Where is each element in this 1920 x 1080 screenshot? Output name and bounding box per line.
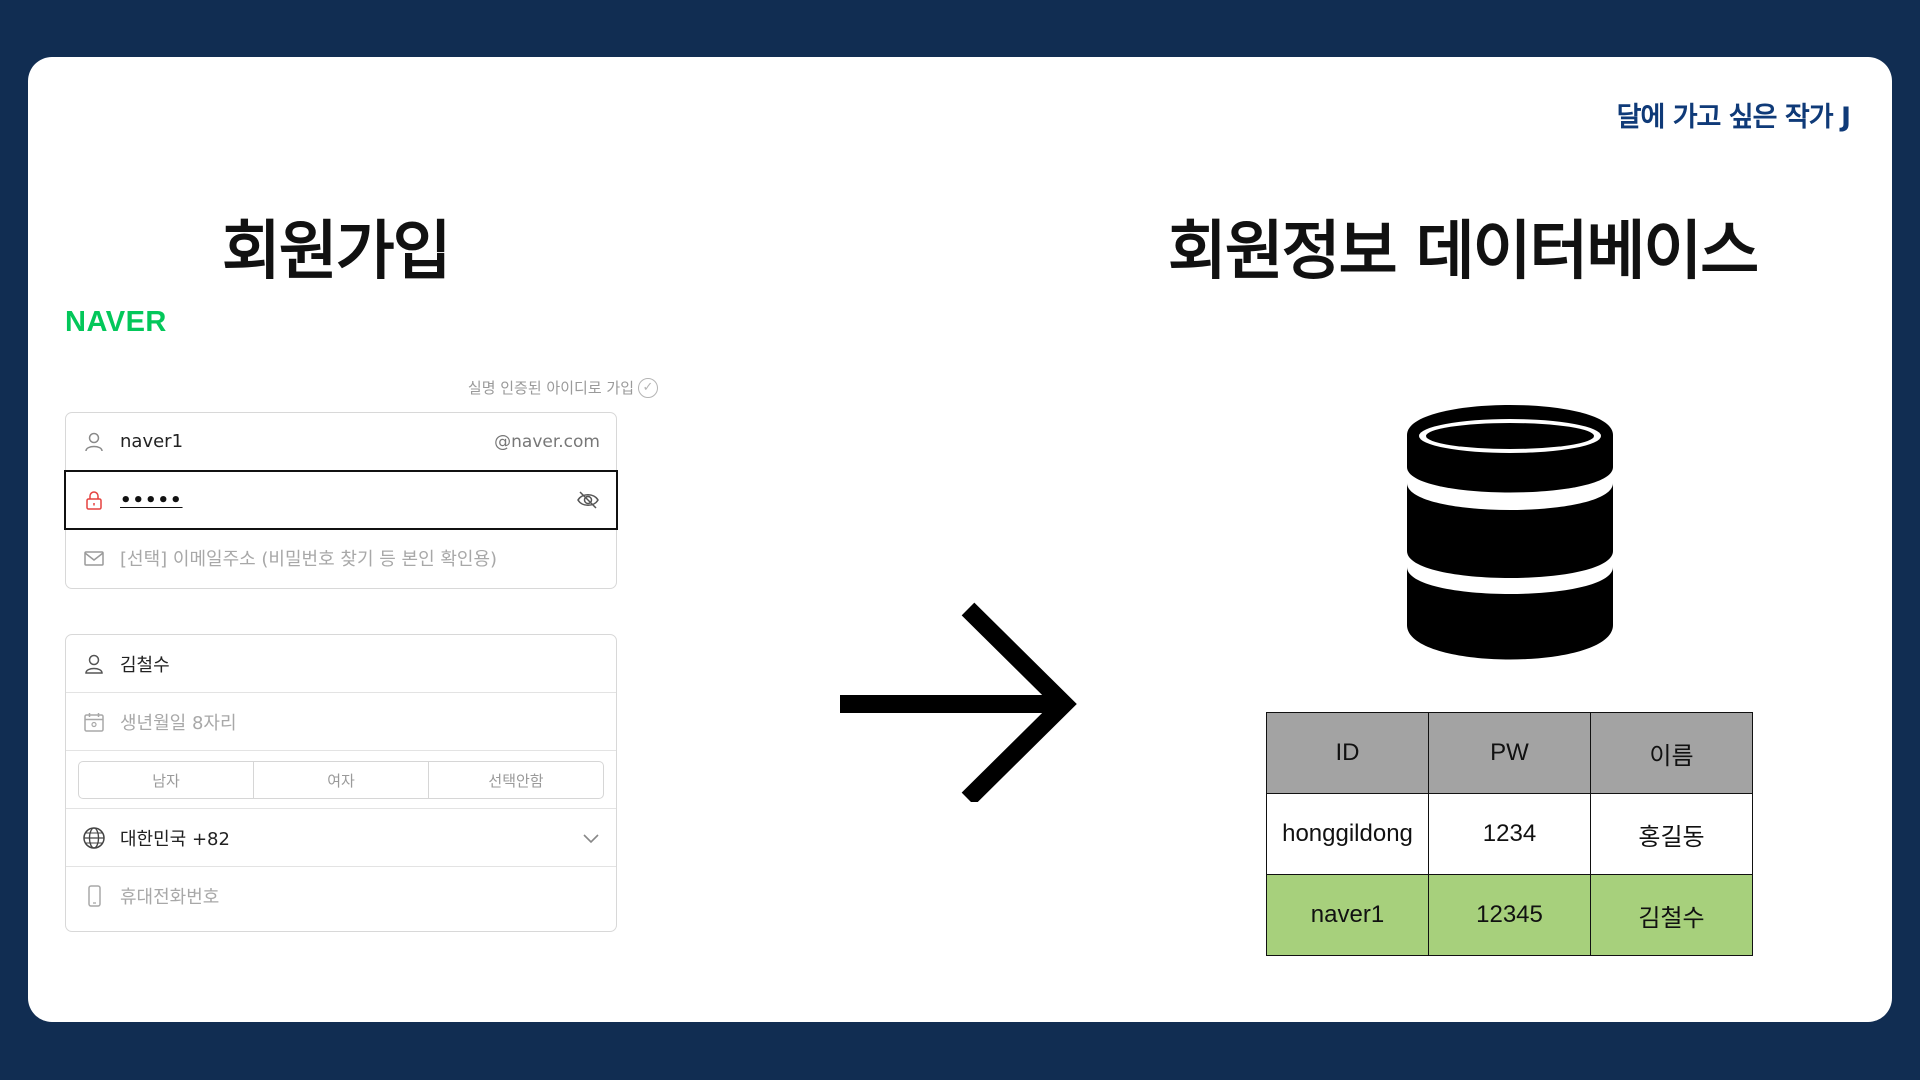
signup-title: 회원가입 bbox=[222, 215, 452, 289]
table-row: honggildong 1234 홍길동 bbox=[1266, 793, 1753, 875]
table-cell: 1234 bbox=[1428, 793, 1591, 875]
table-cell: honggildong bbox=[1266, 793, 1429, 875]
name-field[interactable]: 김철수 bbox=[66, 635, 616, 693]
id-domain-suffix: @naver.com bbox=[494, 431, 600, 452]
password-value: ••••• bbox=[120, 489, 183, 511]
member-db-table: ID PW 이름 honggildong 1234 홍길동 naver1 123… bbox=[1266, 712, 1753, 956]
table-cell: naver1 bbox=[1266, 874, 1429, 956]
verify-link[interactable]: 실명 인증된 아이디로 가입 ✓ bbox=[468, 377, 658, 398]
name-value: 김철수 bbox=[120, 654, 170, 676]
phone-field[interactable]: 휴대전화번호 bbox=[66, 867, 616, 925]
profile-form-group: 김철수 생년월일 8자리 남자 여자 선택안함 대한민국 +82 휴대전화번호 bbox=[65, 634, 617, 932]
column-header-name: 이름 bbox=[1590, 712, 1753, 794]
birthdate-field[interactable]: 생년월일 8자리 bbox=[66, 693, 616, 751]
verify-link-label: 실명 인증된 아이디로 가입 bbox=[467, 379, 634, 397]
account-form-group: naver1 @naver.com ••••• [선택] 이메일주소 (비밀번호… bbox=[64, 412, 618, 589]
mail-icon bbox=[82, 546, 106, 570]
birthdate-placeholder: 생년월일 8자리 bbox=[120, 712, 237, 734]
column-header-id: ID bbox=[1266, 712, 1429, 794]
gender-option-male[interactable]: 남자 bbox=[79, 762, 254, 798]
gender-selector-row: 남자 여자 선택안함 bbox=[66, 751, 616, 809]
naver-logo: NAVER bbox=[65, 306, 167, 338]
eye-off-icon[interactable] bbox=[576, 489, 600, 511]
globe-icon bbox=[82, 826, 106, 850]
table-cell: 12345 bbox=[1428, 874, 1591, 956]
country-value: 대한민국 +82 bbox=[120, 828, 230, 850]
phone-icon bbox=[82, 884, 106, 908]
id-field[interactable]: naver1 @naver.com bbox=[66, 413, 616, 471]
gender-selector: 남자 여자 선택안함 bbox=[78, 761, 604, 799]
id-value: naver1 bbox=[120, 431, 184, 452]
table-row-highlighted: naver1 12345 김철수 bbox=[1266, 874, 1753, 956]
lock-icon bbox=[82, 488, 106, 512]
author-label: 달에 가고 싶은 작가 J bbox=[1616, 102, 1851, 133]
email-placeholder: [선택] 이메일주소 (비밀번호 찾기 등 본인 확인용) bbox=[120, 549, 498, 570]
gender-option-none[interactable]: 선택안함 bbox=[488, 771, 544, 790]
country-select[interactable]: 대한민국 +82 bbox=[66, 809, 616, 867]
database-title: 회원정보 데이터베이스 bbox=[1168, 215, 1759, 289]
table-cell: 홍길동 bbox=[1590, 793, 1753, 875]
database-icon bbox=[1407, 405, 1613, 660]
check-circle-icon: ✓ bbox=[638, 377, 658, 398]
email-field[interactable]: [선택] 이메일주소 (비밀번호 찾기 등 본인 확인용) bbox=[66, 529, 616, 587]
calendar-icon bbox=[82, 710, 106, 734]
phone-placeholder: 휴대전화번호 bbox=[120, 887, 220, 908]
table-cell: 김철수 bbox=[1590, 874, 1753, 956]
password-field[interactable]: ••••• bbox=[64, 470, 618, 530]
chevron-down-icon[interactable] bbox=[582, 832, 600, 844]
table-header-row: ID PW 이름 bbox=[1266, 712, 1753, 794]
gender-option-female[interactable]: 여자 bbox=[254, 762, 429, 798]
user-icon bbox=[82, 430, 106, 454]
arrow-right-icon bbox=[840, 602, 1077, 802]
column-header-pw: PW bbox=[1428, 712, 1591, 794]
user-icon bbox=[82, 652, 106, 676]
